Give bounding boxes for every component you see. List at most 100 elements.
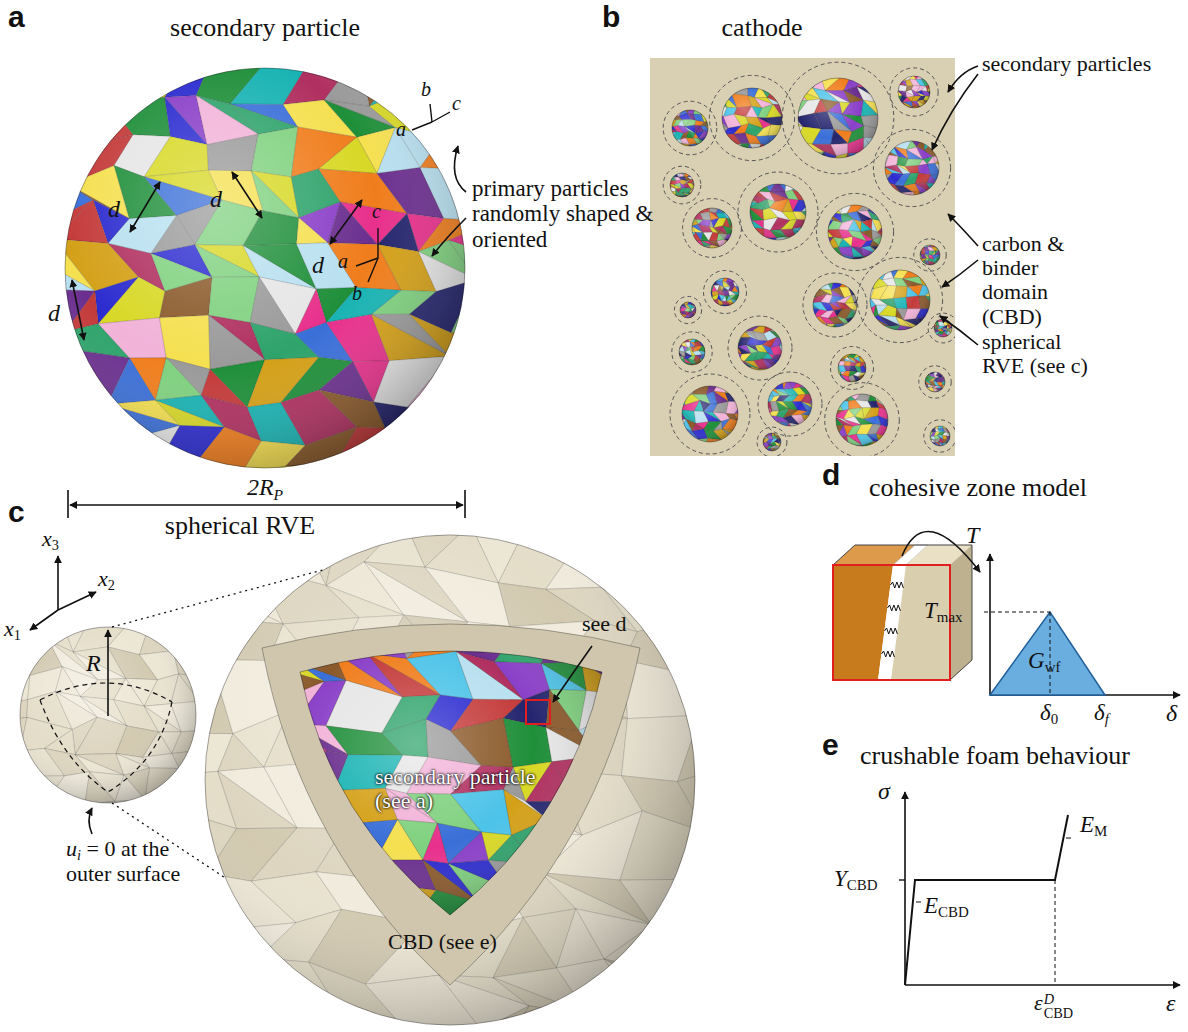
- primary-particle: [756, 316, 765, 325]
- primary-particle: [694, 446, 707, 455]
- primary-particle: [821, 416, 833, 424]
- primary-particle: [746, 74, 760, 87]
- primary-particle: [940, 254, 946, 258]
- primary-particle: [877, 129, 891, 140]
- primary-particle: [705, 376, 719, 384]
- particle-mosaic: [673, 333, 718, 373]
- rve-outline: [683, 199, 742, 258]
- primary-particle: [933, 107, 939, 111]
- primary-particle: [666, 196, 672, 201]
- primary-particle: [744, 280, 751, 287]
- primary-particle: [856, 169, 882, 184]
- primary-particle: [839, 194, 853, 204]
- primary-particle: [715, 448, 733, 456]
- primary-particle: [821, 409, 833, 417]
- primary-particle: [717, 143, 723, 152]
- primary-particle: [679, 150, 690, 158]
- primary-particle: [934, 339, 939, 342]
- primary-particle: [333, 468, 385, 503]
- primary-particle: [910, 68, 918, 76]
- primary-particle: [883, 205, 894, 211]
- primary-particle: [504, 463, 577, 500]
- primary-particle: [736, 446, 754, 457]
- primary-particle: [746, 318, 761, 327]
- primary-particle: [806, 190, 822, 201]
- primary-particle: [951, 331, 957, 336]
- primary-particle: [683, 239, 697, 248]
- rve-outline: [924, 420, 955, 452]
- primary-particle: [679, 333, 687, 339]
- primary-particle: [735, 430, 753, 439]
- primary-particle: [745, 154, 760, 164]
- particle-outline: [885, 141, 939, 195]
- primary-particle: [690, 207, 694, 213]
- primary-particle: [745, 304, 752, 311]
- primary-particle: [890, 335, 913, 349]
- primary-particle: [690, 168, 696, 173]
- primary-particle: [683, 200, 691, 203]
- primary-particle: [705, 273, 715, 278]
- primary-particle: [672, 104, 684, 110]
- primary-particle: [707, 116, 718, 122]
- primary-particle: [709, 333, 718, 338]
- primary-particle: [847, 325, 857, 334]
- primary-particle: [892, 65, 918, 73]
- primary-particle: [368, 464, 432, 518]
- primary-particle: [954, 177, 962, 182]
- primary-particle: [729, 200, 744, 207]
- primary-particle: [954, 318, 959, 322]
- primary-particle: [862, 330, 878, 340]
- primary-particle: [801, 227, 817, 237]
- primary-particle: [912, 327, 921, 337]
- primary-particle: [790, 173, 809, 184]
- primary-particle: [917, 69, 924, 77]
- primary-particle: [679, 103, 690, 110]
- primary-particle: [692, 192, 699, 196]
- primary-particle: [740, 219, 753, 230]
- size-arrow: [72, 280, 84, 340]
- primary-particle: [704, 368, 713, 373]
- primary-particle: [817, 208, 828, 221]
- primary-particle: [715, 309, 725, 316]
- primary-particle: [844, 60, 865, 78]
- primary-particle: [929, 80, 938, 85]
- primary-particle: [890, 102, 902, 107]
- primary-particle: [829, 264, 843, 275]
- primary-particle: [766, 369, 778, 377]
- primary-particle: [946, 191, 965, 204]
- primary-particle: [697, 191, 705, 197]
- primary-particle: [440, 139, 492, 170]
- primary-particle: [742, 291, 752, 297]
- primary-particle: [21, 25, 82, 68]
- primary-particle: [699, 368, 706, 373]
- primary-particle: [755, 153, 775, 165]
- primary-particle: [693, 172, 698, 177]
- primary-particle: [806, 172, 822, 184]
- primary-particle: [716, 132, 725, 140]
- primary-particle: [765, 148, 779, 155]
- primary-particle: [780, 135, 798, 147]
- primary-particle: [736, 218, 749, 228]
- primary-particle: [929, 97, 934, 101]
- primary-particle: [811, 166, 837, 179]
- primary-particle: [705, 333, 711, 339]
- primary-particle: [698, 151, 708, 157]
- primary-particle: [917, 262, 922, 265]
- primary-particle: [916, 328, 927, 338]
- primary-particle: [721, 155, 740, 165]
- primary-particle: [744, 304, 747, 310]
- primary-particle: [697, 188, 704, 192]
- primary-particle: [704, 359, 711, 365]
- primary-particle: [679, 334, 687, 340]
- primary-particle: [888, 194, 903, 204]
- primary-particle: [860, 276, 874, 290]
- primary-particle: [11, 403, 86, 445]
- primary-particle: [712, 109, 718, 116]
- sphere-shading: [750, 184, 806, 240]
- primary-particle: [812, 172, 833, 180]
- primary-particle: [938, 339, 943, 343]
- primary-particle: [895, 128, 912, 140]
- primary-particle: [930, 335, 935, 339]
- primary-particle: [931, 338, 936, 343]
- primary-particle: [762, 380, 772, 386]
